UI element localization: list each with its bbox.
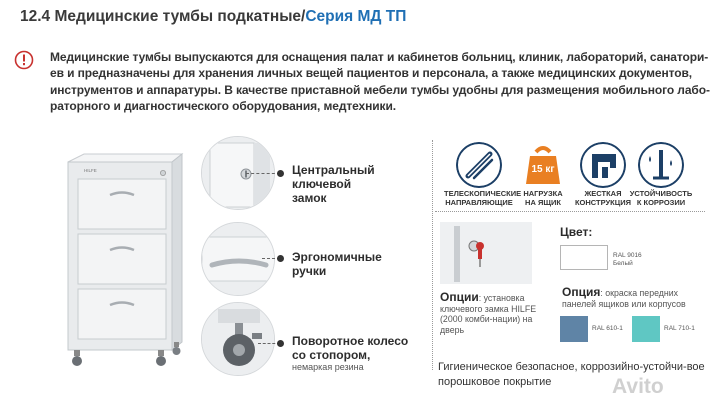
leader-line [246,173,280,174]
feature-label-telescopic: ТЕЛЕСКОПИЧЕСКИЕ НАПРАВЛЯЮЩИЕ [444,189,522,207]
info-icon [14,50,34,70]
handle-closeup [201,222,275,296]
lock-label: Центральный ключевой замок [292,163,375,205]
telescopic-slides-icon [456,142,502,188]
caster-label: Поворотное колесо со стопором, [292,334,409,362]
cabinet-illustration: HILFE [67,152,184,366]
weight-icon: 15 кг [520,142,566,188]
feature-label-rigid: ЖЕСТКАЯ КОНСТРУКЦИЯ [574,189,632,207]
color-option-title: Опция [562,285,601,299]
color-option-note: Опция: окраска передних панелей ящиков и… [562,285,686,309]
page-title: 12.4 Медицинские тумбы подкатные/Серия М… [20,8,406,26]
vertical-divider [432,140,433,370]
intro-paragraph: Медицинские тумбы выпускаются для оснаще… [50,50,710,113]
corrosion-resistance-icon [638,142,684,188]
feature-label-load: НАГРУЗКА НА ЯЩИК [523,189,563,207]
leader-line [258,343,280,344]
color-title: Цвет: [560,225,593,239]
avito-watermark: Avito [612,375,664,398]
color-swatch-base [560,245,608,270]
color-label-base: RAL 9016 Белый [613,252,642,267]
options-title: Опции [440,290,479,304]
series-title: Серия МД ТП [305,8,407,25]
caster-closeup [201,302,275,376]
leader-dot [277,340,284,347]
brand-plate: HILFE [84,168,97,173]
feature-label-corrosion: УСТОЙЧИВОСТЬ К КОРРОЗИИ [629,189,693,207]
coating-note: Гигиеническое безопасное, коррозийно-уст… [438,361,705,388]
rigid-frame-icon [580,142,626,188]
options-note: Опции: установка ключевого замка HILFE (… [440,290,537,335]
horizontal-divider [435,211,705,212]
key-lock-image [440,222,532,284]
color-swatch-option-1 [560,316,588,342]
leader-dot [277,170,284,177]
leader-line [262,258,280,259]
color-label-option-2: RAL 710-1 [664,325,695,332]
handles-label: Эргономичные ручки [292,250,382,278]
section-title: 12.4 Медицинские тумбы подкатные/ [20,8,306,25]
color-swatch-option-2 [632,316,660,342]
weight-badge: 15 кг [531,164,555,175]
caster-sublabel: немаркая резина [292,362,364,372]
leader-dot [277,255,284,262]
color-label-option-1: RAL 610-1 [592,325,623,332]
